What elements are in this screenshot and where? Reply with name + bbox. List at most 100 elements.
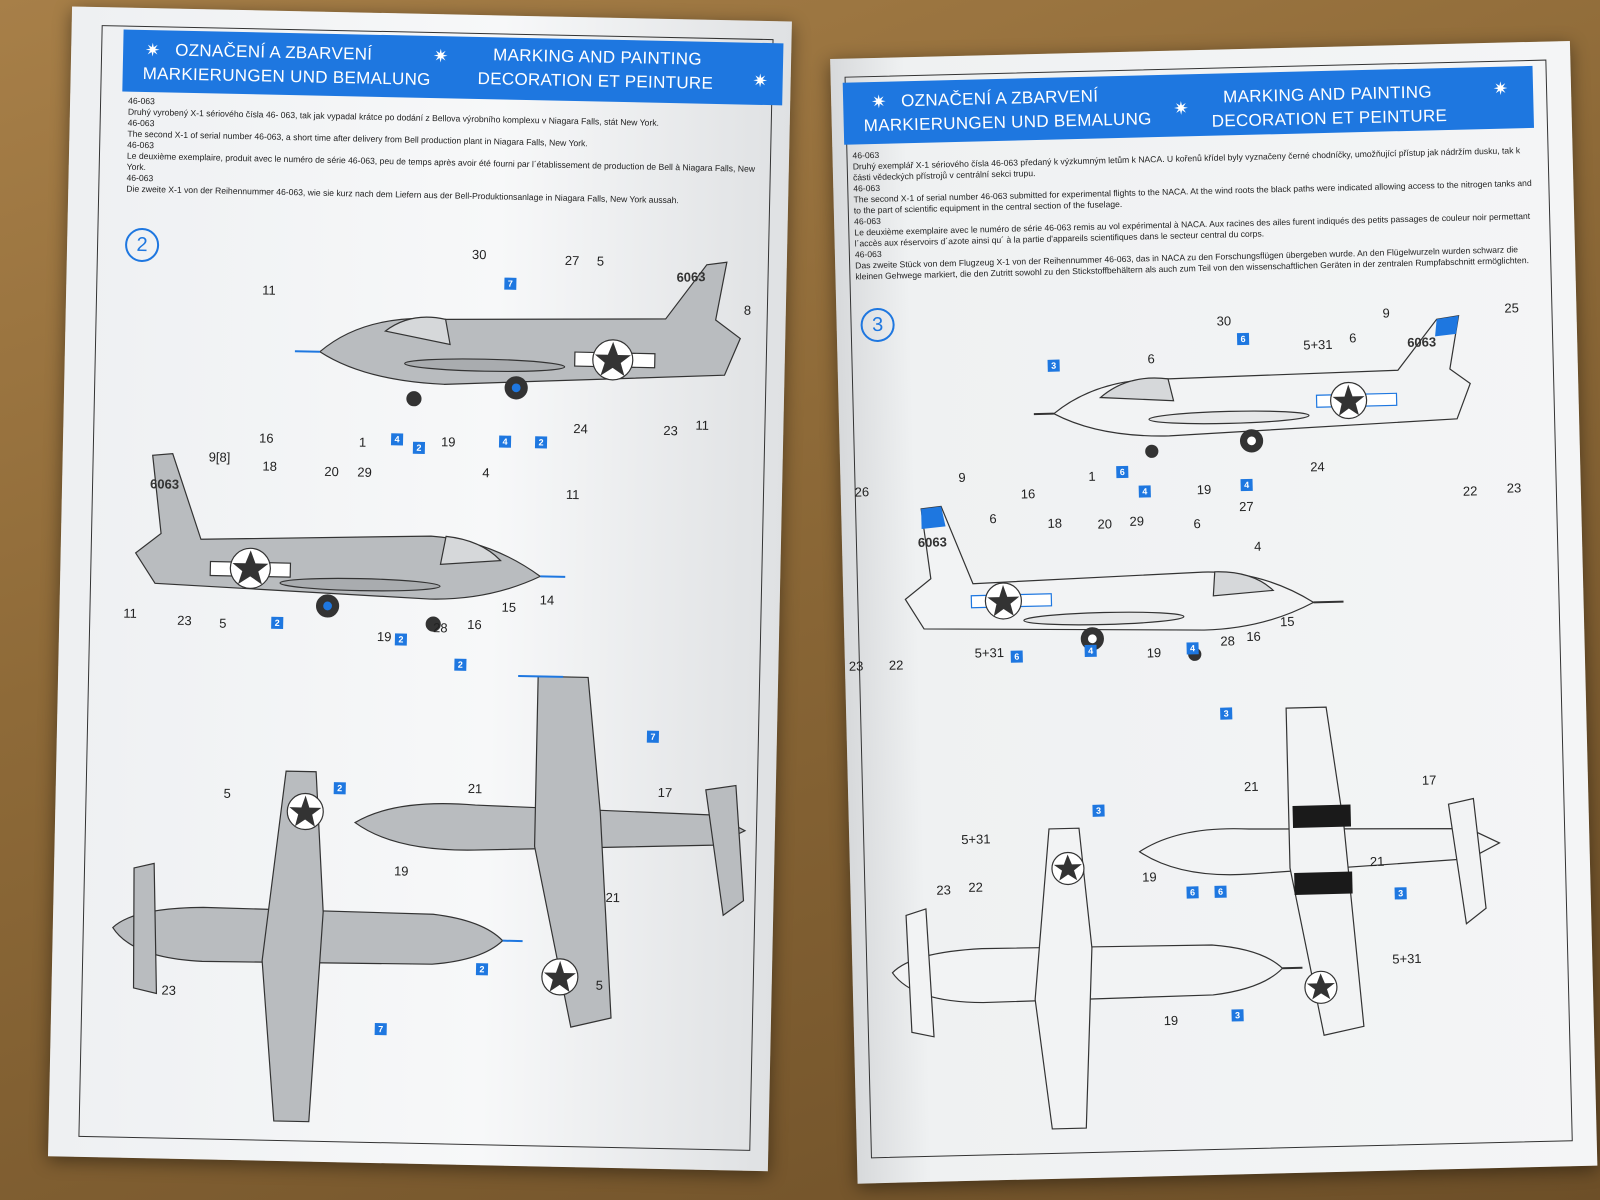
callout-label: 1: [358, 434, 367, 450]
decal-number-box: 4: [1138, 485, 1151, 498]
callout-label: 21: [1369, 853, 1385, 870]
callout-label: 14: [539, 592, 555, 608]
bottom-view: [112, 770, 504, 1123]
decal-number-box: 4: [1186, 642, 1199, 655]
callout-label: 19: [376, 628, 392, 645]
callout-label: 11: [695, 417, 710, 433]
bottom-view: [891, 827, 1284, 1130]
decal-number-box: 3: [1092, 804, 1105, 817]
callout-label: 22: [968, 879, 984, 895]
callout-label: 30: [471, 246, 487, 263]
decal-number-box: 7: [374, 1023, 387, 1036]
decal-number-box: 3: [1047, 359, 1060, 372]
callout-label: 16: [1020, 486, 1036, 502]
callout-label: 5: [596, 253, 605, 269]
tail-serial: 6063: [917, 534, 948, 551]
callout-label: 23: [936, 882, 952, 898]
decal-number-box: 4: [1084, 644, 1097, 657]
callout-label: 20: [1097, 516, 1113, 532]
insignia-star-icon: [1306, 973, 1335, 1000]
callout-label: 9[8]: [208, 449, 231, 465]
callout-label: 19: [1163, 1012, 1179, 1029]
callout-label: 6: [1348, 330, 1357, 346]
callout-label: 23: [161, 982, 177, 998]
callout-label: 6: [989, 511, 997, 527]
callout-label: 18: [262, 458, 278, 474]
callout-label: 6: [1147, 351, 1155, 367]
callout-label: 17: [1421, 772, 1437, 788]
decal-number-box: 6: [1236, 332, 1250, 346]
callout-label: 18: [1047, 515, 1063, 531]
decal-number-box: 7: [504, 277, 517, 290]
insignia-star-icon: [289, 795, 322, 827]
callout-label: 19: [440, 434, 456, 450]
left-aircraft-drawings: [112, 261, 747, 1123]
decal-number-box: 3: [1231, 1009, 1244, 1022]
callout-label: 6: [1193, 516, 1201, 532]
tail-serial: 6063: [676, 269, 706, 285]
decal-number-box: 4: [498, 435, 512, 448]
callout-label: 5+31: [961, 831, 991, 848]
tail-serial: 6063: [1407, 334, 1437, 351]
black-walkway-patch: [1292, 804, 1352, 828]
decal-number-box: 2: [534, 436, 548, 449]
callout-label: 24: [573, 421, 588, 437]
callout-label: 19: [1196, 481, 1212, 498]
callout-label: 27: [1238, 498, 1254, 515]
callout-label: 16: [467, 616, 482, 633]
callout-label: 21: [467, 780, 483, 797]
decal-number-box: 2: [475, 963, 489, 976]
callout-label: 25: [1504, 300, 1520, 316]
decal-number-box: 6: [1214, 885, 1227, 898]
top-view: [1138, 706, 1501, 1036]
callout-label: 5: [595, 977, 604, 993]
callout-label: 5+31: [1392, 950, 1422, 967]
right-instruction-page: ✷ OZNAČENÍ A ZBARVENÍ MARKIERUNGEN UND B…: [830, 40, 1598, 1184]
decal-number-box: 7: [646, 730, 660, 743]
blue-tail-band: [921, 506, 946, 529]
callout-label: 15: [1279, 613, 1295, 630]
right-aircraft-drawings: [891, 315, 1501, 1130]
decal-number-box: 2: [454, 658, 467, 671]
callout-label: 20: [324, 463, 340, 480]
callout-label: 23: [848, 658, 864, 674]
callout-label: 4: [482, 465, 490, 481]
callout-label: 5+31: [1303, 336, 1333, 353]
decal-number-box: 4: [1240, 478, 1253, 492]
left-instruction-page: ✷ OZNAČENÍ A ZBARVENÍ MARKIERUNGEN UND B…: [47, 6, 792, 1172]
callout-label: 8: [743, 302, 752, 318]
callout-label: 26: [854, 484, 870, 500]
insignia-star-icon: [232, 550, 269, 585]
callout-label: 29: [357, 464, 373, 480]
decal-number-box: 6: [1116, 465, 1129, 479]
callout-label: 29: [1129, 513, 1145, 529]
callout-label: 19: [1142, 869, 1157, 885]
callout-label: 21: [1243, 778, 1259, 795]
decal-number-box: 2: [394, 633, 408, 646]
top-view: [353, 675, 747, 1028]
decal-number-box: 6: [1186, 886, 1199, 899]
callout-label: 1: [1088, 468, 1096, 484]
callout-label: 16: [1246, 628, 1261, 645]
callout-label: 5: [223, 785, 232, 801]
decal-number-box: 6: [1010, 650, 1023, 663]
callout-label: 22: [888, 657, 904, 673]
black-walkway-patch: [1294, 871, 1353, 895]
callout-label: 23: [1506, 480, 1522, 496]
blue-tail-band: [1435, 315, 1459, 337]
decal-number-box: 3: [1220, 707, 1233, 720]
callout-label: 28: [1220, 633, 1236, 649]
callout-label: 9: [958, 469, 966, 486]
side-view-right: [318, 261, 742, 407]
callout-label: 5: [219, 615, 227, 631]
insignia-star-icon: [1053, 854, 1082, 881]
callout-label: 17: [657, 784, 673, 801]
callout-label: 19: [1146, 645, 1162, 661]
callout-label: 19: [393, 863, 409, 879]
decal-number-box: 2: [333, 782, 346, 795]
callout-label: 22: [1462, 483, 1478, 499]
callout-label: 30: [1216, 313, 1232, 329]
callout-label: 16: [258, 430, 274, 446]
decal-number-box: 2: [412, 441, 426, 454]
pitot-tubes: [294, 350, 566, 943]
